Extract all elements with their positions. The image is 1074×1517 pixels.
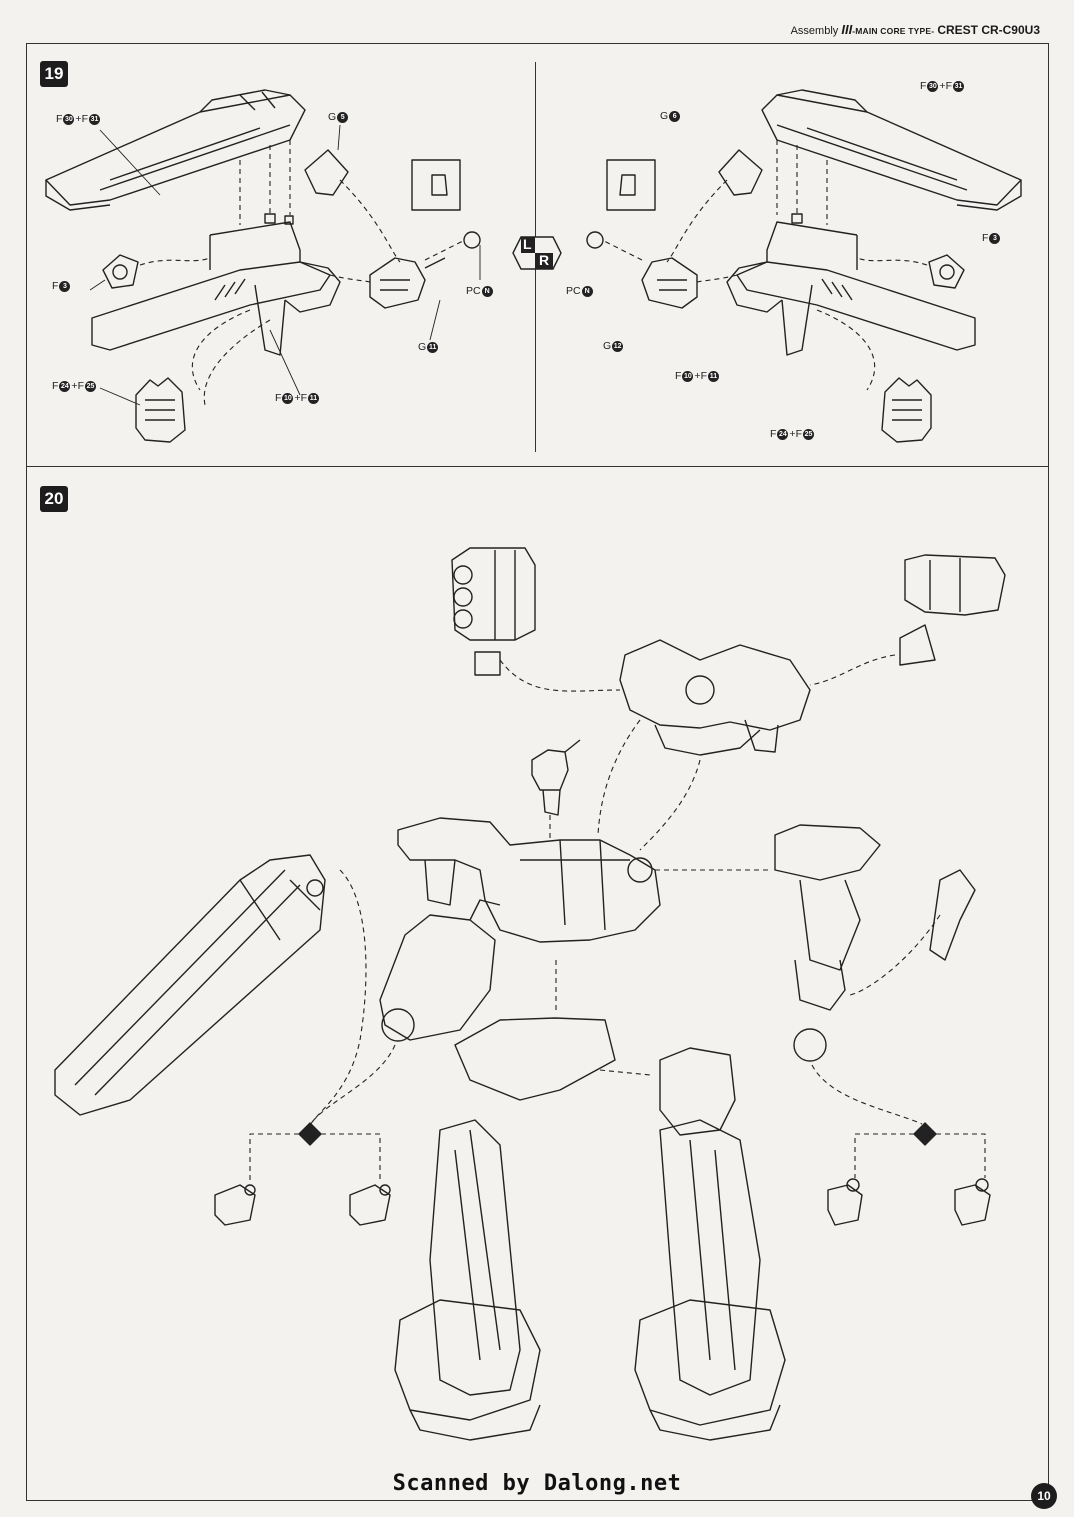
label-part: F — [675, 370, 682, 382]
label-part: F — [920, 80, 927, 92]
part-number: 11 — [307, 392, 319, 404]
part-number: 10 — [282, 392, 294, 404]
part-number: 3 — [59, 280, 71, 292]
part-number: 30 — [927, 80, 939, 92]
joint-diamonds — [298, 1122, 937, 1146]
label-part: F — [982, 232, 989, 244]
label-part: F — [945, 80, 952, 92]
part-number: 12 — [612, 340, 624, 352]
part-number: N — [481, 285, 493, 297]
header-main-core: -MAIN CORE TYPE- — [852, 26, 935, 36]
lr-marker-l: L — [523, 236, 532, 252]
part-number: 5 — [337, 111, 349, 123]
left-sight-part — [102, 254, 139, 289]
left-leg — [394, 1017, 616, 1441]
label-part: PC — [466, 285, 481, 297]
left-leader-lines — [89, 124, 481, 406]
label-part: F — [795, 428, 802, 440]
left-gun-body — [91, 213, 341, 356]
label-part: F — [700, 370, 707, 382]
part-number: 6 — [669, 110, 681, 122]
part-number: 24 — [59, 380, 71, 392]
core-body — [397, 817, 661, 943]
part-number: 10 — [682, 370, 694, 382]
header-assembly: Assembly — [790, 25, 839, 37]
left-hand — [369, 257, 446, 309]
head-unit — [619, 639, 811, 756]
step-19-badge: 19 — [40, 61, 68, 87]
header-model: CREST CR-C90U3 — [937, 23, 1040, 37]
part-number: 11 — [427, 341, 439, 353]
big-cannon — [54, 854, 326, 1116]
scan-credit: Scanned by Dalong.net — [392, 1471, 682, 1496]
part-number: 24 — [777, 428, 789, 440]
label-part: G — [660, 110, 669, 122]
lr-marker-r: R — [539, 252, 550, 268]
step20-guide-lines — [249, 654, 986, 1180]
header-roman-numeral: III — [841, 22, 853, 37]
part-number: 25 — [802, 428, 814, 440]
label-part: F — [770, 428, 777, 440]
part-number: 31 — [952, 80, 964, 92]
small-antenna-part — [531, 739, 581, 816]
label-part: F — [275, 392, 282, 404]
label-part: F — [300, 392, 307, 404]
left-barrel-upper — [45, 89, 306, 211]
label-part: F — [56, 113, 63, 125]
label-part: F — [77, 380, 84, 392]
part-number: 31 — [88, 113, 100, 125]
part-number: 11 — [707, 370, 719, 382]
part-number: 30 — [63, 113, 75, 125]
label-part: F — [52, 380, 59, 392]
head-top-left-part — [451, 547, 536, 676]
part-number: N — [581, 285, 593, 297]
step-20-badge: 20 — [40, 486, 68, 512]
label-part: G — [418, 341, 427, 353]
label-part: G — [603, 340, 612, 352]
left-shield — [135, 377, 186, 443]
part-number: 25 — [84, 380, 96, 392]
page-number: 10 — [1031, 1483, 1057, 1509]
left-right-marker: L R — [505, 233, 569, 273]
shoulder-top-right-part — [899, 554, 1006, 666]
left-g-part — [304, 149, 349, 196]
label-part: PC — [566, 285, 581, 297]
lr-marker-shape — [512, 236, 562, 270]
label-part: F — [81, 113, 88, 125]
left-arm — [379, 899, 501, 1042]
right-arm — [774, 824, 976, 1062]
left-guide-lines — [139, 140, 466, 406]
right-leg — [634, 1047, 786, 1441]
hands-step20 — [214, 1178, 991, 1226]
right-mirror-art — [586, 89, 1022, 443]
label-part: F — [52, 280, 59, 292]
page-header: Assembly III-MAIN CORE TYPE- CREST CR-C9… — [791, 22, 1040, 37]
step-20-panel — [26, 466, 1049, 1501]
part-number: 3 — [989, 232, 1001, 244]
left-pc-joint — [411, 159, 481, 249]
label-part: G — [328, 111, 337, 123]
